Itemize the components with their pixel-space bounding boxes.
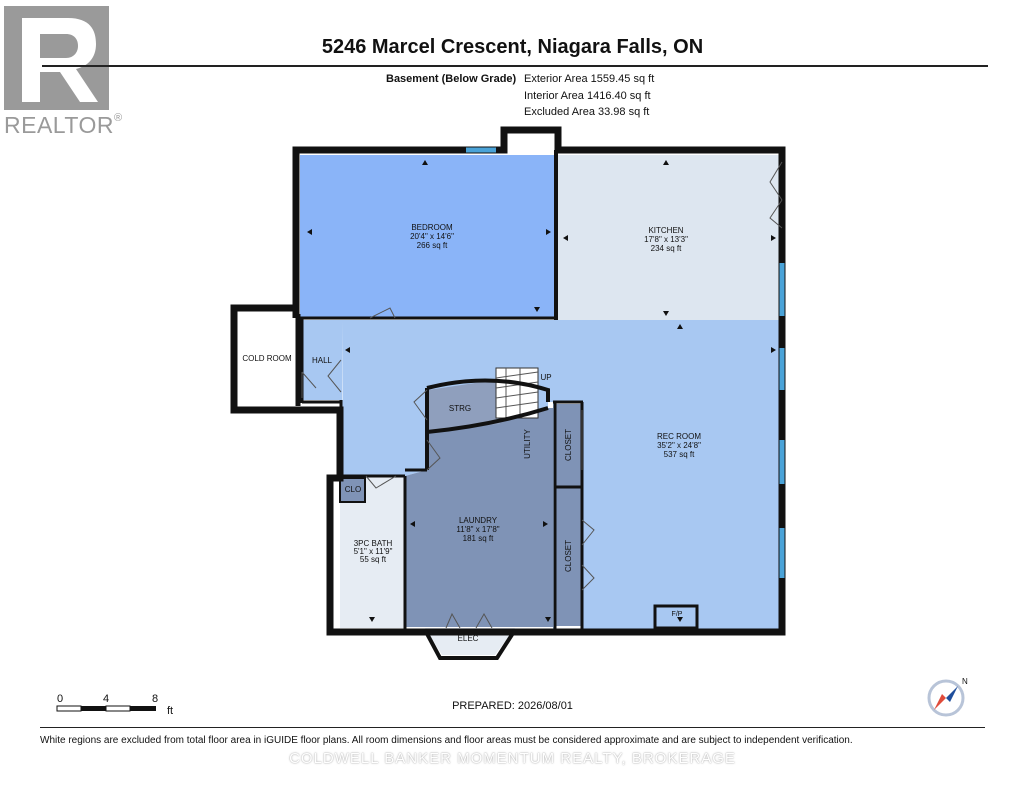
registered-mark: ® bbox=[114, 112, 123, 124]
cold-room-fill bbox=[236, 314, 298, 406]
stairs bbox=[495, 367, 539, 419]
kitchen-fill bbox=[558, 155, 780, 320]
kitchen-name: KITCHEN bbox=[648, 226, 683, 235]
door-elec bbox=[445, 612, 493, 629]
bedroom-name: BEDROOM bbox=[411, 223, 453, 232]
cold-room-name: COLD ROOM bbox=[242, 354, 292, 363]
page-title: 5246 Marcel Crescent, Niagara Falls, ON bbox=[321, 36, 704, 58]
laundry-dims: 11'8" x 17'8" bbox=[456, 525, 499, 534]
up-label: UP bbox=[540, 373, 551, 382]
exterior-area: Exterior Area 1559.45 sq ft bbox=[524, 73, 655, 85]
level-name: Basement (Below Grade) bbox=[386, 73, 517, 85]
laundry-area: 181 sq ft bbox=[463, 534, 494, 543]
compass-north-label: N bbox=[962, 677, 968, 686]
hall-name: HALL bbox=[312, 356, 333, 365]
door-strg bbox=[413, 389, 428, 421]
bath-dims: 5'1" x 11'9" bbox=[354, 547, 393, 556]
door-bedroom bbox=[369, 307, 396, 319]
closet-1-fill bbox=[556, 404, 581, 486]
realtor-wordmark-text: REALTOR bbox=[4, 112, 115, 138]
windows bbox=[466, 147, 785, 578]
scale-bar: 0 4 8 ft bbox=[56, 693, 173, 717]
utility-name: UTILITY bbox=[523, 428, 532, 458]
rec-room-name: REC ROOM bbox=[657, 432, 701, 441]
realtor-wordmark: REALTOR® bbox=[4, 112, 123, 139]
door-closet-2 bbox=[581, 519, 595, 591]
footer-divider bbox=[40, 727, 985, 728]
strg-fill bbox=[428, 380, 500, 432]
scale-tick-4: 4 bbox=[103, 693, 109, 705]
bath-area: 55 sq ft bbox=[360, 555, 387, 564]
bath-name: 3PC BATH bbox=[354, 539, 393, 548]
dimension-markers bbox=[307, 160, 776, 622]
excluded-area: Excluded Area 33.98 sq ft bbox=[524, 106, 650, 118]
closet-2-name: CLOSET bbox=[564, 540, 573, 572]
rec-room-area: 537 sq ft bbox=[664, 450, 695, 459]
scale-tick-0: 0 bbox=[57, 693, 63, 705]
clo-fill bbox=[341, 478, 364, 502]
compass-icon: N bbox=[927, 677, 968, 717]
door-bath bbox=[365, 475, 397, 489]
laundry-fill bbox=[405, 408, 553, 627]
closet-2-fill bbox=[556, 488, 581, 626]
scale-tick-8: 8 bbox=[152, 693, 158, 705]
door-cold-room bbox=[301, 371, 317, 398]
door-hall bbox=[327, 359, 342, 393]
realtor-r-mark-icon bbox=[4, 6, 109, 110]
rec-room-dims: 35'2" x 24'8" bbox=[657, 441, 701, 450]
brokerage-watermark: COLDWELL BANKER MOMENTUM REALTY, BROKERA… bbox=[289, 750, 736, 767]
kitchen-dims: 17'8" x 13'3" bbox=[644, 235, 688, 244]
prepared-date: PREPARED: 2026/08/01 bbox=[452, 700, 573, 712]
door-laundry bbox=[426, 439, 441, 471]
doors bbox=[301, 161, 783, 629]
bedroom-area: 266 sq ft bbox=[417, 241, 448, 250]
realtor-logo bbox=[4, 6, 109, 110]
hall-fill bbox=[302, 320, 342, 400]
fp-label: F/P bbox=[672, 611, 683, 618]
closet-1-name: CLOSET bbox=[564, 429, 573, 461]
interior-area: Interior Area 1416.40 sq ft bbox=[524, 90, 651, 102]
room-labels: BEDROOM 20'4" x 14'6" 266 sq ft KITCHEN … bbox=[242, 223, 701, 643]
scale-unit: ft bbox=[167, 705, 173, 717]
disclaimer: White regions are excluded from total fl… bbox=[40, 735, 853, 746]
kitchen-area: 234 sq ft bbox=[651, 244, 682, 253]
clo-name: CLO bbox=[345, 485, 361, 494]
bedroom-dims: 20'4" x 14'6" bbox=[410, 232, 454, 241]
door-kitchen bbox=[769, 161, 783, 229]
title-divider bbox=[42, 65, 988, 67]
bedroom-fill bbox=[300, 155, 556, 318]
laundry-name: LAUNDRY bbox=[459, 516, 498, 525]
strg-name: STRG bbox=[449, 404, 471, 413]
elec-name: ELEC bbox=[458, 634, 479, 643]
